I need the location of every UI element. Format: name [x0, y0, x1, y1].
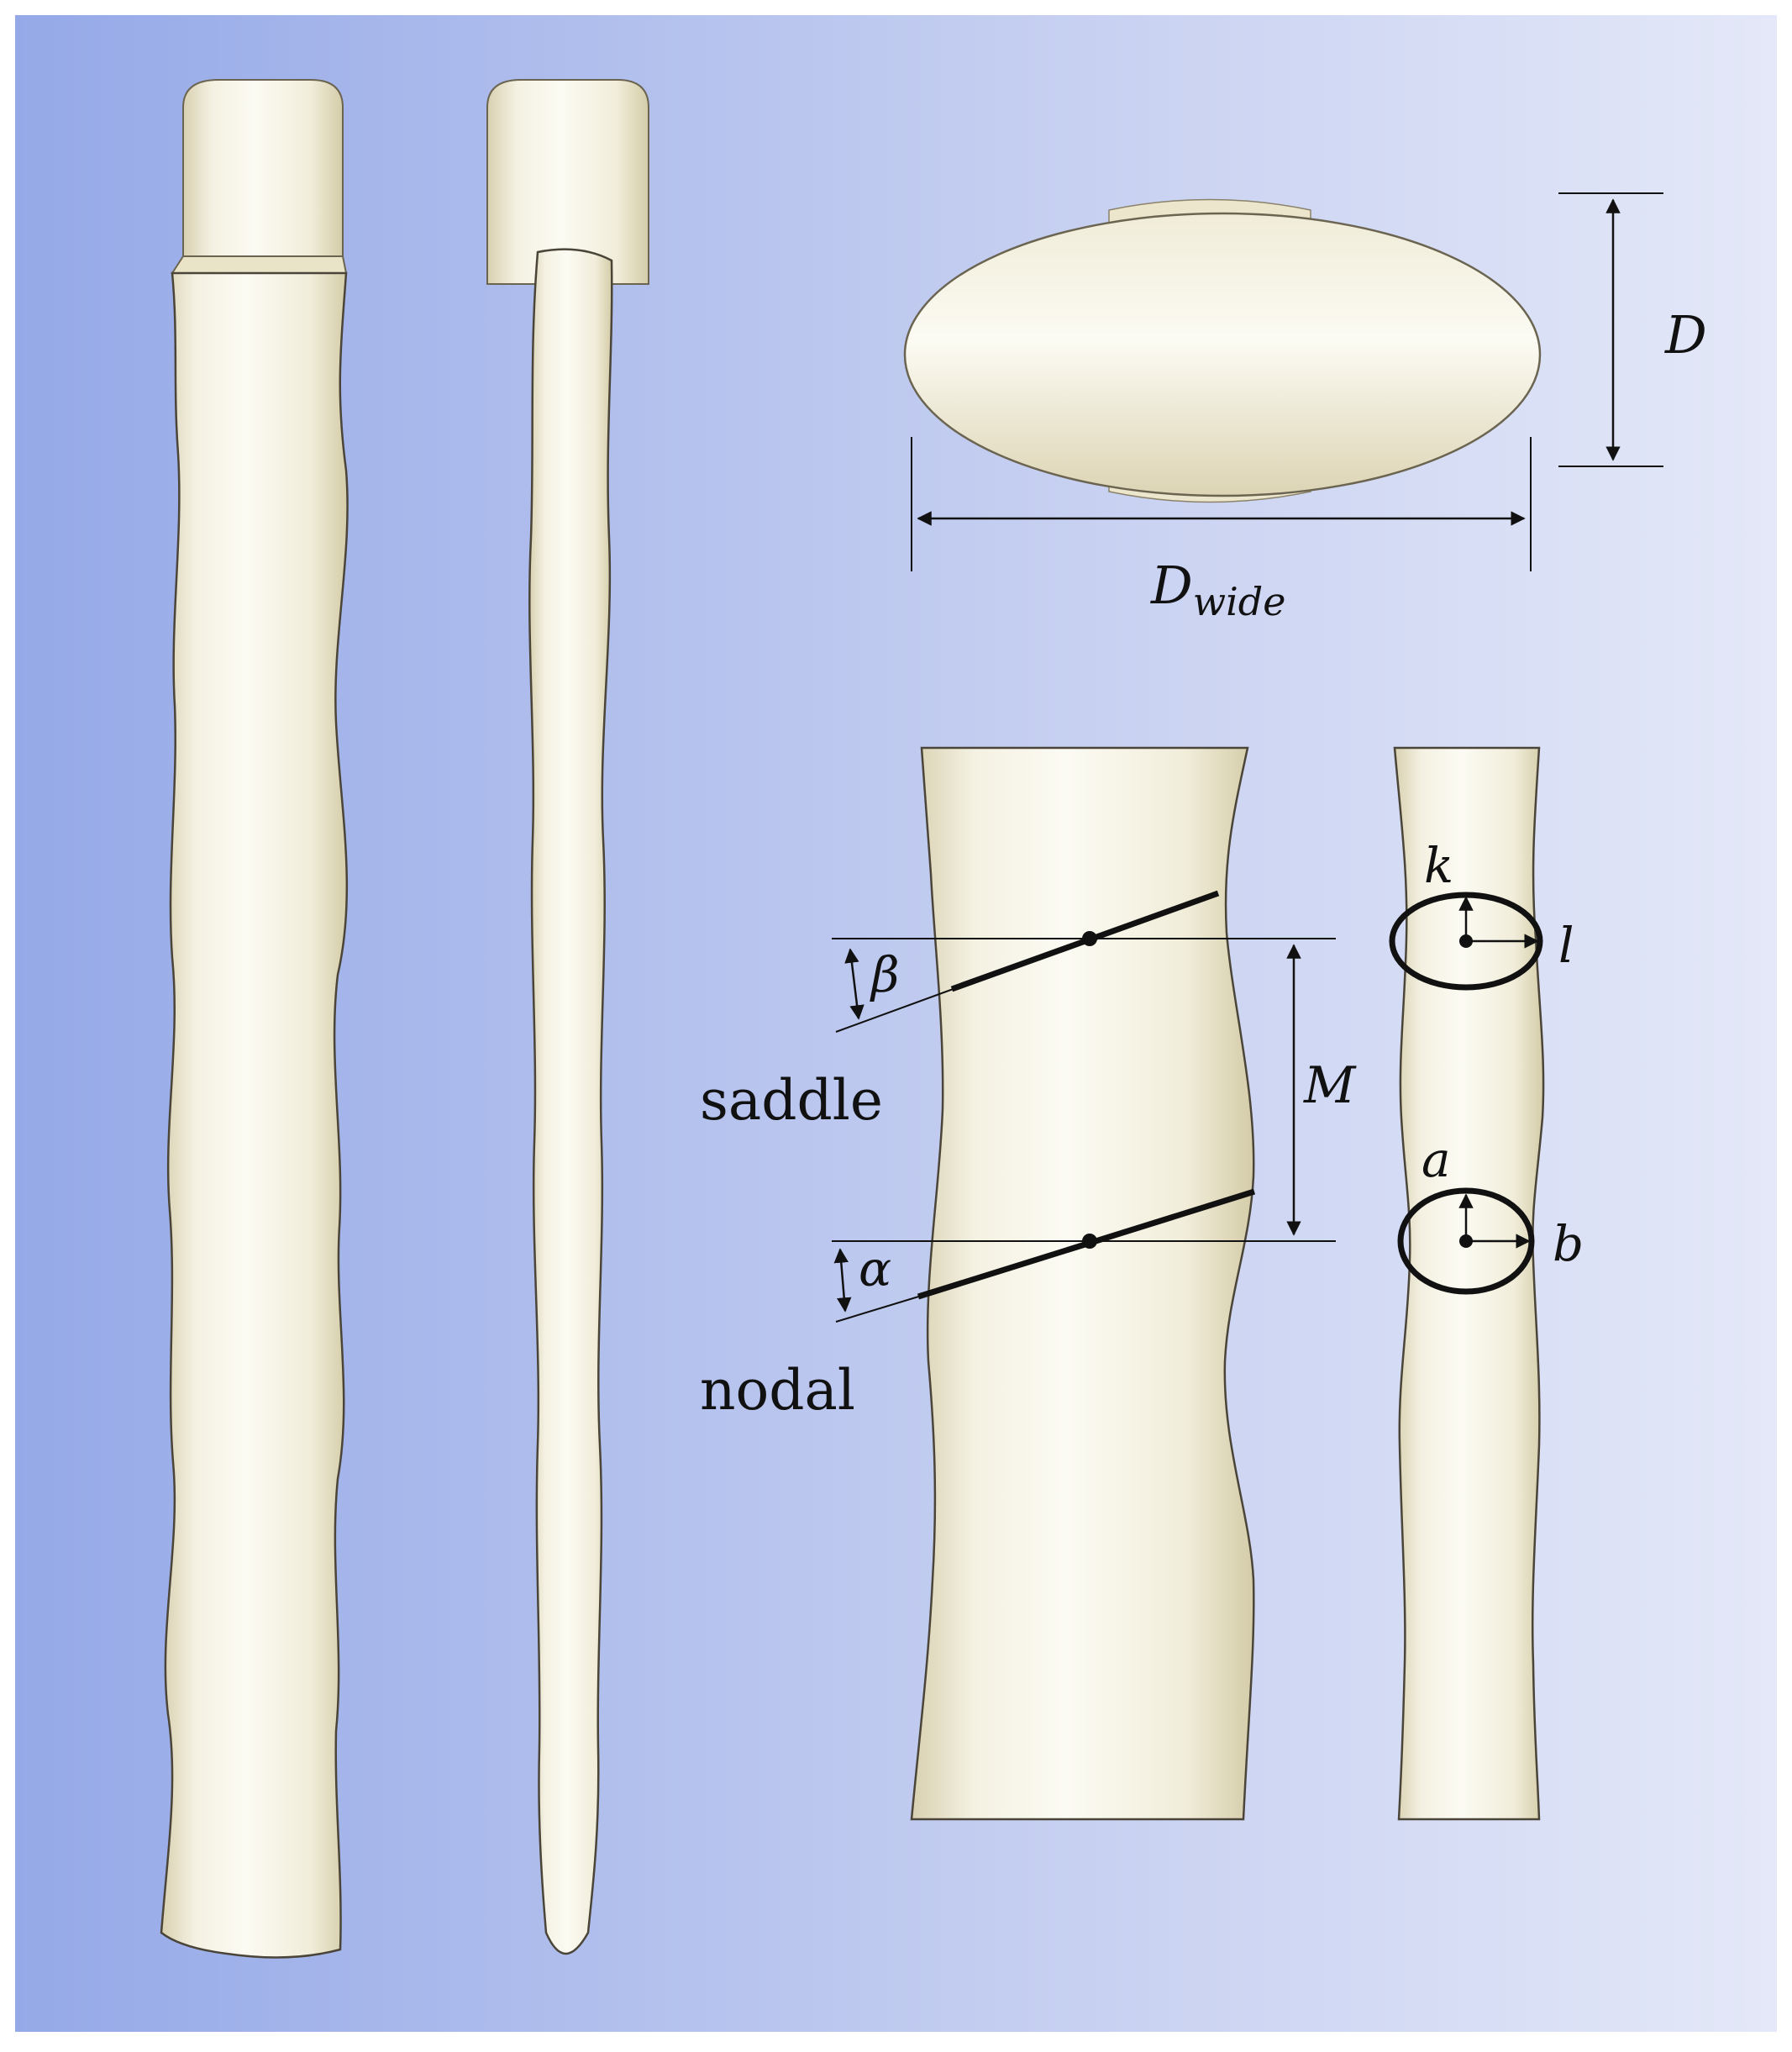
- saddle-center-dot: [1082, 931, 1097, 946]
- rod-narrow-cap: [486, 79, 649, 285]
- label-M: M: [1303, 1056, 1357, 1115]
- nodal-section-center: [1459, 1234, 1473, 1248]
- rod-wide-cap: [182, 79, 344, 257]
- label-Dwide: Dwide: [1150, 555, 1285, 624]
- detail-narrow-segment: k l a b: [1389, 746, 1584, 1821]
- label-beta: β: [870, 946, 900, 1003]
- label-Dwide-main: D: [1150, 555, 1193, 616]
- nodal-extension-line: [835, 1294, 925, 1323]
- saddle-section-ellipse: [1389, 892, 1543, 991]
- saddle-section-center: [1459, 934, 1473, 948]
- rod-narrow-body: [528, 248, 613, 1955]
- rod-wide-collar: [171, 255, 348, 274]
- detail-narrow-body: [1393, 746, 1545, 1821]
- detail-wide-segment: β α M saddle nodal: [700, 746, 1357, 1821]
- cross-section-view: D Dwide: [903, 192, 1707, 624]
- label-alpha: α: [859, 1240, 891, 1297]
- alpha-angle-arrow: [833, 1248, 852, 1313]
- label-b: b: [1553, 1215, 1584, 1272]
- label-D: D: [1664, 304, 1707, 366]
- label-nodal: nodal: [700, 1358, 855, 1423]
- rod-wide-view: [160, 79, 349, 1959]
- saddle-extension-line: [835, 987, 959, 1033]
- label-l: l: [1558, 917, 1574, 974]
- nodal-section-ellipse: [1397, 1187, 1535, 1295]
- label-saddle: saddle: [700, 1068, 883, 1133]
- label-k: k: [1424, 837, 1453, 894]
- rod-narrow-view: [486, 79, 649, 1955]
- label-Dwide-sub: wide: [1193, 579, 1286, 624]
- beta-angle-arrow: [844, 948, 864, 1020]
- detail-wide-body: [910, 746, 1255, 1821]
- rod-wide-body: [160, 271, 349, 1959]
- cross-section-ellipse: [903, 212, 1542, 497]
- nodal-center-dot: [1082, 1234, 1097, 1249]
- label-a: a: [1422, 1131, 1451, 1188]
